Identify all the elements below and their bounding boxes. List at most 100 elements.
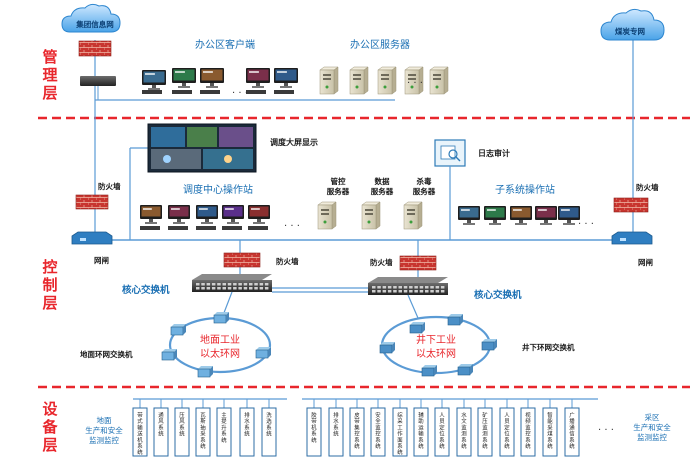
ring-switch-icon — [161, 349, 177, 361]
underground-ring-label-2: 以太环网 — [416, 347, 456, 360]
workstation-icon — [274, 68, 298, 88]
keyboard-icon — [274, 90, 294, 94]
svg-text:集: 集 — [354, 423, 360, 431]
cloud-coal-network: 煤炭专网 — [600, 8, 665, 41]
svg-text:统: 统 — [569, 442, 575, 450]
svg-text:系: 系 — [311, 430, 317, 438]
svg-text:集团信息网: 集团信息网 — [75, 19, 114, 29]
svg-text:生产和安全: 生产和安全 — [633, 422, 671, 432]
svg-text:工: 工 — [397, 424, 403, 431]
svg-text:统: 统 — [482, 442, 488, 450]
svg-text:统: 统 — [525, 442, 531, 450]
svg-text:辅: 辅 — [418, 411, 424, 419]
svg-text:监测监控: 监测监控 — [89, 435, 119, 445]
svg-text:管控: 管控 — [331, 176, 346, 186]
ring-switch-group — [161, 312, 497, 378]
svg-text:输: 输 — [418, 430, 424, 438]
svg-text:统: 统 — [158, 430, 164, 438]
office-server-group — [319, 66, 449, 95]
svg-text:能: 能 — [547, 417, 553, 425]
svg-text:主: 主 — [221, 411, 227, 419]
svg-text:统: 统 — [244, 430, 250, 438]
svg-text:监: 监 — [375, 423, 381, 431]
svg-text:员: 员 — [439, 418, 445, 425]
svg-text:水: 水 — [244, 417, 250, 425]
svg-text:系: 系 — [569, 436, 575, 444]
svg-text:控: 控 — [354, 430, 360, 438]
ellipsis-office: · · · — [232, 88, 248, 99]
svg-text:员: 员 — [504, 418, 510, 425]
svg-text:系: 系 — [439, 436, 445, 444]
svg-text:系: 系 — [137, 442, 143, 450]
ring-switch-icon — [421, 365, 437, 377]
svg-text:斯: 斯 — [200, 417, 206, 425]
svg-text:带: 带 — [354, 418, 360, 425]
ring-switch-icon — [481, 339, 497, 351]
svg-text:抽: 抽 — [200, 423, 206, 431]
workstation-icon — [142, 70, 166, 90]
svg-text:制: 制 — [42, 276, 57, 294]
svg-text:系: 系 — [221, 430, 227, 438]
svg-text:人: 人 — [504, 412, 510, 419]
svg-text:水: 水 — [333, 417, 339, 425]
firewall-label-mid-left: 防火墙 — [276, 256, 299, 266]
core-switch-right — [368, 277, 448, 295]
svg-text:综: 综 — [397, 411, 403, 419]
svg-text:机: 机 — [311, 423, 317, 431]
svg-text:位: 位 — [504, 430, 510, 438]
svg-text:系: 系 — [482, 436, 488, 444]
svg-text:设: 设 — [42, 400, 57, 418]
svg-text:视: 视 — [525, 411, 531, 419]
svg-text:系: 系 — [158, 423, 164, 431]
svg-text:服务器: 服务器 — [413, 186, 436, 196]
ellipsis-dispatch: · · · — [284, 221, 300, 232]
server-icon — [317, 201, 337, 230]
svg-text:作: 作 — [397, 430, 403, 438]
ellipsis-office-servers: · · · — [407, 78, 423, 89]
layer-label-device: 设 备 层 — [41, 400, 58, 454]
svg-text:统: 统 — [547, 442, 553, 450]
svg-text:选: 选 — [266, 417, 272, 425]
workstation-icon — [558, 206, 580, 225]
workstation-icon — [140, 205, 162, 224]
svg-text:送: 送 — [137, 430, 143, 438]
svg-text:统: 统 — [461, 442, 467, 450]
svg-text:监: 监 — [461, 423, 467, 431]
svg-text:机: 机 — [137, 436, 143, 444]
workstation-icon — [196, 205, 218, 224]
svg-text:层: 层 — [42, 84, 57, 102]
svg-text:统: 统 — [375, 442, 381, 450]
office-servers-label: 办公区服务器 — [350, 38, 410, 51]
svg-text:升: 升 — [221, 423, 227, 431]
keyboard-icon — [140, 226, 160, 230]
layer-label-control: 控 制 层 — [42, 258, 57, 312]
svg-text:煤: 煤 — [547, 430, 553, 438]
cloud-group-network: 集团信息网 — [61, 3, 121, 33]
log-audit-icon — [434, 139, 466, 167]
svg-text:统: 统 — [137, 448, 143, 456]
surface-switch-label: 地面环网交换机 — [80, 349, 133, 359]
svg-text:通: 通 — [569, 423, 575, 431]
server-labels: 管控 服务器 数据 服务器 杀毒 服务器 — [327, 176, 436, 196]
svg-text:系: 系 — [418, 436, 424, 444]
svg-text:带: 带 — [311, 418, 317, 425]
firewall-icon — [223, 252, 261, 268]
svg-text:数据: 数据 — [375, 176, 390, 186]
workstation-icon — [248, 205, 270, 224]
ring-switch-icon — [379, 342, 395, 354]
core-switch-label-right: 核心交换机 — [474, 289, 522, 301]
workstation-icon — [510, 206, 532, 225]
firewall-label-left: 防火墙 — [98, 181, 121, 191]
svg-text:水: 水 — [461, 411, 467, 419]
router-icon — [80, 76, 116, 86]
ring-switch-icon — [170, 324, 186, 336]
